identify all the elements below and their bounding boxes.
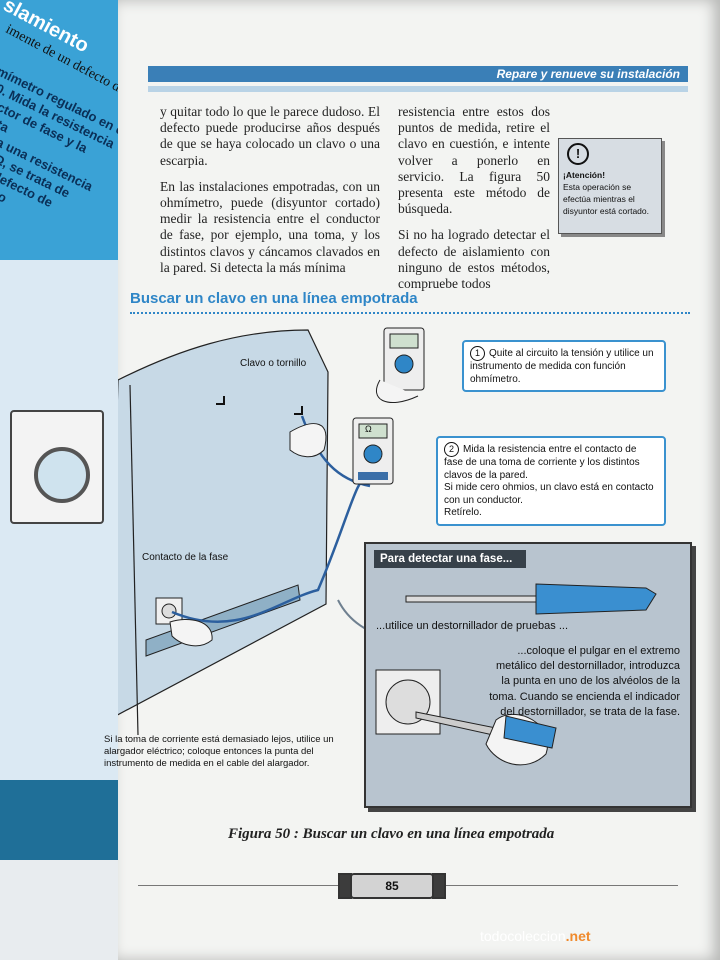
screwdriver-illustration [375,583,657,766]
phase-box-text: ...coloque el pulgar en el extremo metál… [489,645,680,718]
header-band [148,86,688,92]
ohmmeter-display [389,333,419,349]
screwdriver-handle-icon [535,583,657,615]
figure-title: Buscar un clavo en una línea empotrada [130,290,418,307]
probe-cable [171,477,369,623]
attention-box: ! ¡Atención! Esta operación se efectúa m… [558,138,662,234]
paragraph: y quitar todo lo que le parece dudoso. E… [160,104,380,168]
step-2-action: Retírelo. [444,507,482,518]
screwdriver-handle-icon [503,715,557,749]
nail-mark [216,396,225,405]
label-nail: Clavo o tornillo [240,358,307,369]
washing-machine-icon [10,410,104,524]
attention-text: Esta operación se efectúa mientras el di… [563,182,649,216]
wall-shape [118,329,329,716]
hand-icon [169,619,213,647]
step-2-note: Si mide cero ohmios, un clavo está en co… [444,482,654,506]
drum [34,447,90,503]
label-phase-contact: Contacto de la fase [142,552,229,563]
text-column-1: y quitar todo lo que le parece dudoso. E… [160,104,380,286]
multimeter-display [358,423,388,439]
dotted-rule [130,312,690,314]
step-number: 2 [444,442,459,457]
section-header: Repare y renueve su instalación [148,66,688,82]
floor [0,780,130,860]
right-page: Repare y renueve su instalación y quitar… [104,0,720,960]
left-page-blue-panel [0,0,130,260]
phase-box-subtitle: ...utilice un destornillador de pruebas … [376,620,569,632]
hand-icon [376,379,419,404]
extension-note: Si la toma de corriente está demasiado l… [104,734,334,769]
multimeter-dial [363,444,383,464]
left-page-illustration [0,260,130,860]
warning-icon: ! [567,143,589,165]
watermark-brand: todocoleccion [480,928,566,944]
ohmmeter-dial [394,354,414,374]
wall-illustration [118,327,499,736]
attention-title: ¡Atención! [563,170,606,180]
figure-caption: Figura 50 : Buscar un clavo en una línea… [228,826,555,842]
step-1-text: Quite al circuito la tensión y utilice u… [470,348,654,385]
page-number: 85 [338,873,446,899]
step-number: 1 [470,346,485,361]
step-2-text: Mida la resistencia entre el contacto de… [444,444,640,481]
multimeter-symbol: Ω [365,424,372,434]
watermark-domain: .net [565,928,591,944]
paragraph: En las instalaciones empotradas, con un … [160,178,380,275]
phase-detection-box: Para detectar una fase... ...utilice un … [364,542,692,808]
nail-mark [294,406,303,415]
socket-face [161,603,177,619]
wall-edge [129,384,139,736]
phase-box-title: Para detectar una fase... [374,550,526,568]
paragraph: Si no ha logrado detectar el defecto de … [398,227,550,292]
watermark: todocoleccion.net [480,928,591,944]
text-column-2: resistencia entre estos dos puntos de me… [398,104,550,302]
paragraph: resistencia entre estos dos puntos de me… [398,104,550,217]
left-page: slamiento imente de un defecto de a hmím… [0,0,130,960]
screwdriver-shaft [405,595,537,603]
hand-icon [289,423,327,458]
multimeter-jacks [358,472,388,480]
